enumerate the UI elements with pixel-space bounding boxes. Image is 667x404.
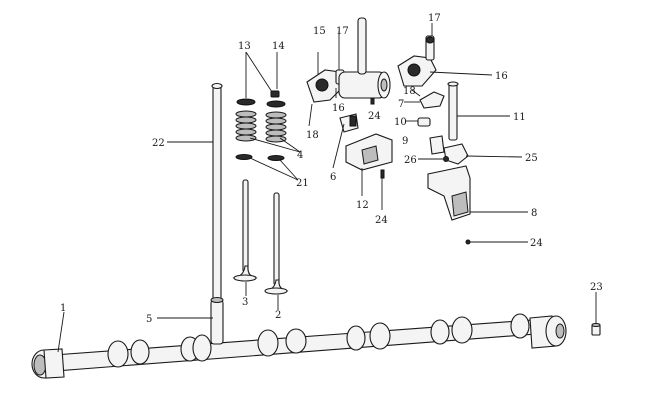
label-6: 6 xyxy=(330,172,336,183)
bolt-24-upper xyxy=(370,97,375,105)
pushrod-11 xyxy=(447,81,459,141)
bolt-24-middle xyxy=(380,169,385,179)
label-3: 3 xyxy=(242,297,248,308)
label-16-left: 16 xyxy=(332,103,345,114)
valve-spring-set-left xyxy=(235,98,257,160)
label-21: 21 xyxy=(296,178,309,189)
label-14: 14 xyxy=(272,41,285,52)
bolt-24-lower xyxy=(465,239,471,245)
intake-valve xyxy=(232,179,258,282)
bracket-6 xyxy=(339,113,359,133)
rocker-shaft xyxy=(338,17,391,99)
label-18-left: 18 xyxy=(306,130,319,141)
label-24-middle: 24 xyxy=(375,215,388,226)
label-16-right: 16 xyxy=(495,71,508,82)
tappet xyxy=(210,297,224,345)
label-11: 11 xyxy=(513,112,526,123)
leader-lines xyxy=(57,23,597,353)
label-10: 10 xyxy=(394,117,407,128)
label-26: 26 xyxy=(404,155,417,166)
bracket-8 xyxy=(427,165,471,221)
label-24-upper: 24 xyxy=(368,111,381,122)
label-25: 25 xyxy=(525,153,538,164)
label-13: 13 xyxy=(238,41,251,52)
label-7: 7 xyxy=(398,99,404,110)
block-9 xyxy=(429,135,445,155)
rocker-arm-right xyxy=(397,35,437,87)
label-4: 4 xyxy=(297,150,303,161)
pad-10 xyxy=(417,117,431,127)
rocker-arm-left xyxy=(306,69,345,103)
label-8: 8 xyxy=(531,208,537,219)
label-24-lower: 24 xyxy=(530,238,543,249)
label-9: 9 xyxy=(402,136,408,147)
plug-23 xyxy=(591,323,601,336)
camshaft xyxy=(31,313,567,379)
valve-spring-set-right xyxy=(265,90,287,161)
label-18-right: 18 xyxy=(403,86,416,97)
label-5: 5 xyxy=(146,314,152,325)
label-1: 1 xyxy=(60,303,66,314)
support-12 xyxy=(345,133,393,171)
label-15: 15 xyxy=(313,26,326,37)
label-12: 12 xyxy=(356,200,369,211)
pushrod xyxy=(211,82,223,307)
label-17-left: 17 xyxy=(336,26,349,37)
screw-26 xyxy=(443,156,449,162)
part-labels: 1 5 22 13 14 4 21 3 2 15 17 16 18 24 17 … xyxy=(60,13,603,325)
label-22: 22 xyxy=(152,138,165,149)
label-2: 2 xyxy=(275,310,281,321)
label-17-right: 17 xyxy=(428,13,441,24)
label-23: 23 xyxy=(590,282,603,293)
exhaust-valve xyxy=(264,192,289,295)
small-block-7 xyxy=(419,91,445,109)
